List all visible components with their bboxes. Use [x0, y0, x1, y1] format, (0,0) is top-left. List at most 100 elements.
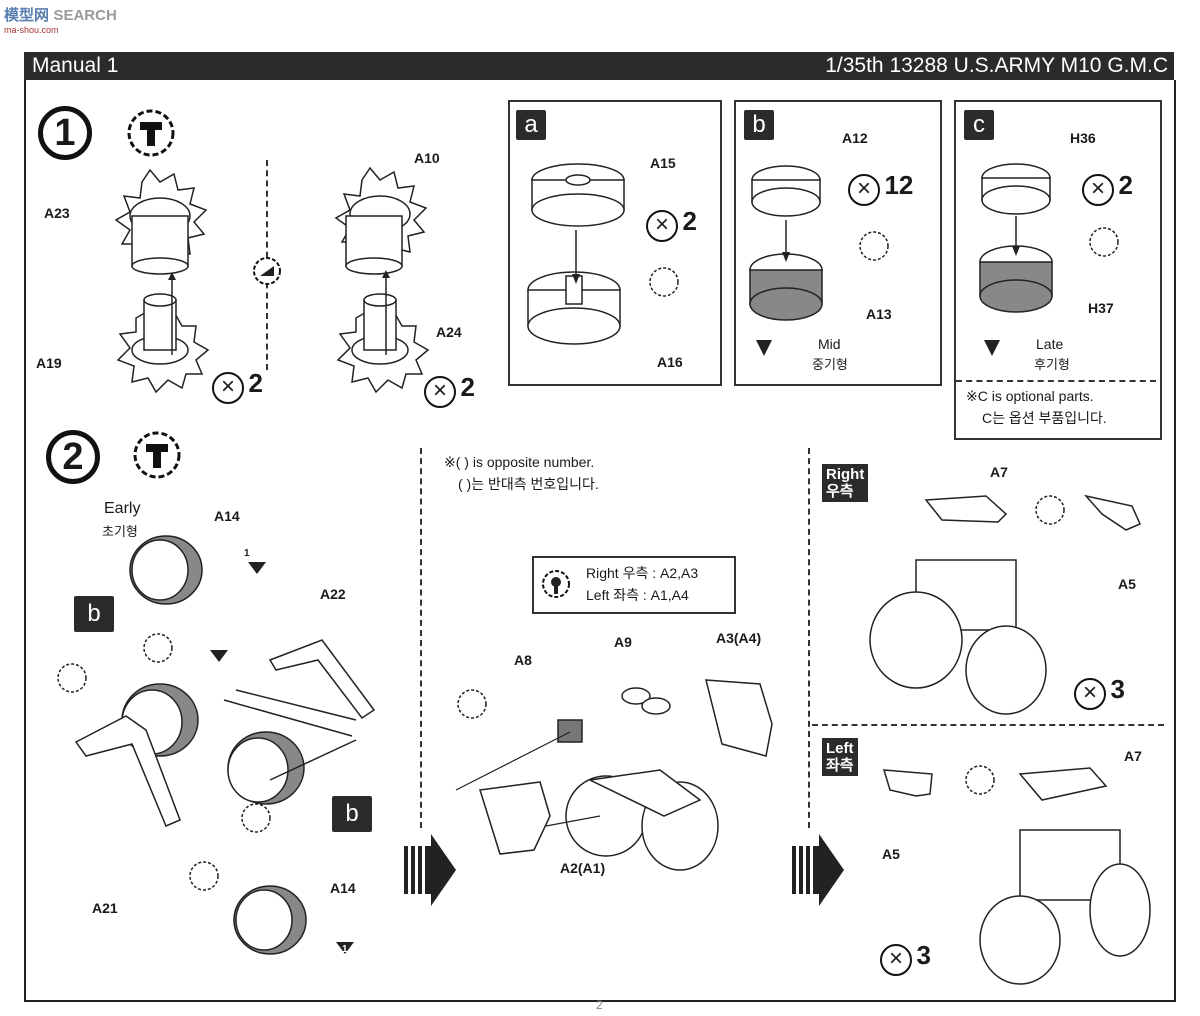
label-a14-top: A14 [214, 508, 240, 524]
page-number: 2 [596, 998, 603, 1012]
early-label-ko: 초기형 [102, 524, 138, 539]
triangle-label-3: 1 [342, 944, 348, 955]
option-b-ref-letter-1: b [87, 600, 101, 627]
option-c-multiplier-value: 2 [1118, 170, 1133, 200]
option-b-ref-tag-1: b [74, 596, 114, 632]
divider-left [420, 448, 422, 828]
option-a-multiplier-value: 2 [682, 206, 697, 236]
label-a2-a1: A2(A1) [560, 860, 606, 876]
kit-title: 1/35th 13288 U.S.ARMY M10 G.M.C [825, 54, 1168, 77]
wheel-c-drawing [979, 163, 1119, 356]
right-side-ko: 우측 [826, 483, 854, 500]
multiplier-left-value: 2 [248, 368, 263, 398]
legend-right: Right 우측 : A2,A3 [586, 565, 699, 581]
manual-title: Manual 1 [32, 54, 119, 77]
label-a3-a4: A3(A4) [716, 630, 762, 646]
bogie-left-drawing [882, 765, 1151, 985]
watermark-brand: SEARCH [53, 7, 117, 24]
option-b-letter: b [752, 111, 766, 138]
triangle-label-1: 1 [244, 548, 250, 559]
suspension-early-drawing [57, 535, 376, 955]
label-a7-bottom: A7 [1124, 748, 1142, 764]
step-2-circle: 2 [46, 430, 100, 484]
multiplier-left: × 2 [212, 368, 263, 404]
cement-icon [133, 431, 181, 479]
label-a21: A21 [92, 900, 118, 916]
option-b-tag: b [744, 110, 774, 140]
right-panel-divider [812, 724, 1164, 726]
option-c-note-divider [956, 380, 1156, 382]
right-multiplier: × 3 [1074, 674, 1125, 710]
page-frame [24, 80, 1176, 1002]
left-multiplier: × 3 [880, 940, 931, 976]
divider-right [808, 448, 810, 828]
opposite-note-en: ※( ) is opposite number. [444, 454, 595, 470]
option-a-tag: a [516, 110, 546, 140]
bogie-right-drawing [869, 494, 1141, 715]
label-a22: A22 [320, 586, 346, 602]
label-h37: H37 [1088, 300, 1114, 316]
option-c-multiplier: × 2 [1082, 170, 1133, 206]
label-a24: A24 [436, 324, 462, 340]
paint-icon [253, 257, 281, 285]
optional-note-en: ※C is optional parts. [966, 388, 1094, 404]
watermark: 模型网 SEARCH ma-shou.com [4, 4, 117, 35]
option-a-multiplier: × 2 [646, 206, 697, 242]
multiplier-right-value: 2 [460, 372, 475, 402]
variant-mid-en: Mid [818, 336, 841, 352]
option-b-ref-tag-2: b [332, 796, 372, 832]
label-a5-top: A5 [1118, 576, 1136, 592]
triangle-label-2: 2 [206, 650, 212, 661]
step-1-circle: 1 [38, 106, 92, 160]
optional-note-ko: C는 옵션 부품입니다. [982, 410, 1107, 426]
wheel-b-drawing [749, 165, 889, 356]
option-a-letter: a [524, 111, 538, 138]
left-side-en: Left [826, 740, 854, 757]
label-a19: A19 [36, 355, 62, 371]
multiplier-right: × 2 [424, 372, 475, 408]
label-a16: A16 [657, 354, 683, 370]
watermark-url: ma-shou.com [4, 25, 59, 35]
watermark-prefix: 模型网 [4, 7, 50, 24]
left-side-ko: 좌측 [826, 757, 854, 774]
right-side-tag: Right 우측 [822, 464, 869, 502]
step-2-number: 2 [62, 435, 84, 478]
header-bar: Manual 1 1/35th 13288 U.S.ARMY M10 G.M.C [24, 52, 1174, 80]
right-side-en: Right [826, 466, 865, 483]
left-multiplier-value: 3 [916, 940, 931, 970]
variant-late-ko: 후기형 [1034, 357, 1070, 372]
label-a5-bottom: A5 [882, 846, 900, 862]
label-a8: A8 [514, 652, 532, 668]
variant-mid-ko: 중기형 [812, 357, 848, 372]
option-c-letter: c [973, 111, 985, 138]
flow-arrow-left [404, 834, 456, 906]
bogie-assembly-drawing [455, 679, 773, 871]
label-a15: A15 [650, 155, 676, 171]
label-a7-top: A7 [990, 464, 1008, 480]
option-b-multiplier-value: 12 [884, 170, 914, 200]
label-a13: A13 [866, 306, 892, 322]
early-label-en: Early [104, 500, 141, 517]
sprocket-right-drawing [334, 166, 430, 394]
side-legend-box: Right 우측 : A2,A3 Left 좌측 : A1,A4 [532, 556, 736, 614]
label-a23: A23 [44, 205, 70, 221]
label-a14-bottom: A14 [330, 880, 356, 896]
left-side-tag: Left 좌측 [822, 738, 858, 776]
right-multiplier-value: 3 [1110, 674, 1125, 704]
wheel-a-drawing [527, 163, 679, 345]
option-b-multiplier: × 12 [848, 170, 913, 206]
option-b-box [734, 100, 942, 386]
option-b-ref-letter-2: b [345, 800, 359, 827]
variant-late-en: Late [1036, 336, 1064, 352]
cement-icon [127, 109, 175, 157]
label-a9: A9 [614, 634, 632, 650]
legend-left: Left 좌측 : A1,A4 [586, 587, 689, 603]
option-c-tag: c [964, 110, 994, 140]
label-a12: A12 [842, 130, 868, 146]
sprocket-left-drawing [114, 168, 210, 394]
label-a10: A10 [414, 150, 440, 166]
label-h36: H36 [1070, 130, 1096, 146]
step-1-number: 1 [54, 111, 76, 154]
paint-brush-icon [542, 570, 570, 598]
opposite-note-ko: ( )는 반대측 번호입니다. [458, 476, 599, 492]
